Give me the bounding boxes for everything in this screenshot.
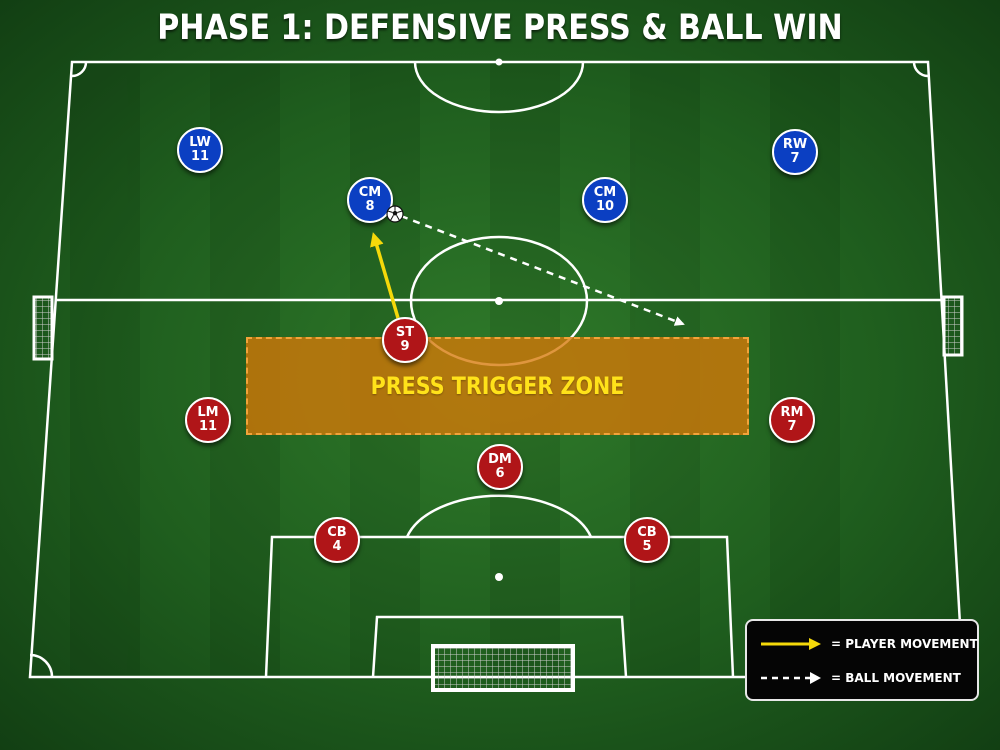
top-center-arc [413, 61, 585, 114]
player-position: CM [593, 185, 617, 200]
legend-label: = PLAYER MOVEMENT [831, 637, 978, 651]
player-position: RM [780, 405, 804, 420]
player-red-cb-4[interactable]: CB 4 [314, 517, 360, 563]
player-blue-rw[interactable]: RW 7 [772, 129, 818, 175]
yellow-arrow-icon [761, 638, 821, 650]
right-goal [942, 295, 964, 357]
player-number: 9 [400, 339, 410, 354]
pitch-lines [28, 60, 965, 679]
player-number: 10 [595, 199, 615, 214]
penalty-area [264, 535, 735, 678]
soccer-ball-icon[interactable] [386, 205, 404, 223]
zone-label: PRESS TRIGGER ZONE [370, 372, 625, 400]
player-position: LM [197, 405, 219, 420]
player-blue-lw[interactable]: LW 11 [177, 127, 223, 173]
player-red-cb-5[interactable]: CB 5 [624, 517, 670, 563]
player-position: DM [488, 452, 512, 467]
player-position: RW [782, 137, 808, 152]
legend-label: = BALL MOVEMENT [831, 671, 961, 685]
player-number: 6 [495, 466, 505, 481]
ball-movement-arrow [400, 214, 685, 326]
dashed-white-arrow-icon [761, 672, 821, 684]
player-number: 7 [790, 151, 800, 166]
bottom-goal [431, 644, 575, 692]
player-red-st[interactable]: ST 9 [382, 317, 428, 363]
player-number: 5 [642, 539, 652, 554]
player-number: 11 [198, 419, 218, 434]
six-yard-box [371, 615, 628, 678]
player-number: 8 [365, 199, 375, 214]
player-position: CB [327, 525, 347, 540]
press-trigger-zone: PRESS TRIGGER ZONE [246, 337, 749, 435]
player-blue-cm-8[interactable]: CM 8 [347, 177, 393, 223]
player-movement-arrow [370, 232, 400, 319]
player-position: ST [395, 325, 415, 340]
top-spot [495, 58, 503, 66]
player-blue-cm-10[interactable]: CM 10 [582, 177, 628, 223]
player-number: 4 [332, 539, 342, 554]
player-red-dm[interactable]: DM 6 [477, 444, 523, 490]
legend: = PLAYER MOVEMENT = BALL MOVEMENT [745, 619, 979, 701]
left-goal [32, 295, 54, 361]
player-position: CB [637, 525, 657, 540]
page-title: PHASE 1: DEFENSIVE PRESS & BALL WIN [157, 8, 843, 48]
player-red-rm[interactable]: RM 7 [769, 397, 815, 443]
player-number: 7 [787, 419, 797, 434]
legend-player-movement: = PLAYER MOVEMENT [759, 634, 978, 654]
legend-ball-movement: = BALL MOVEMENT [759, 668, 961, 688]
player-red-lm[interactable]: LM 11 [185, 397, 231, 443]
player-position: LW [189, 135, 211, 150]
penalty-arc [405, 494, 593, 538]
penalty-spot [495, 573, 503, 581]
center-spot [495, 297, 503, 305]
player-position: CM [358, 185, 382, 200]
player-number: 11 [190, 149, 210, 164]
